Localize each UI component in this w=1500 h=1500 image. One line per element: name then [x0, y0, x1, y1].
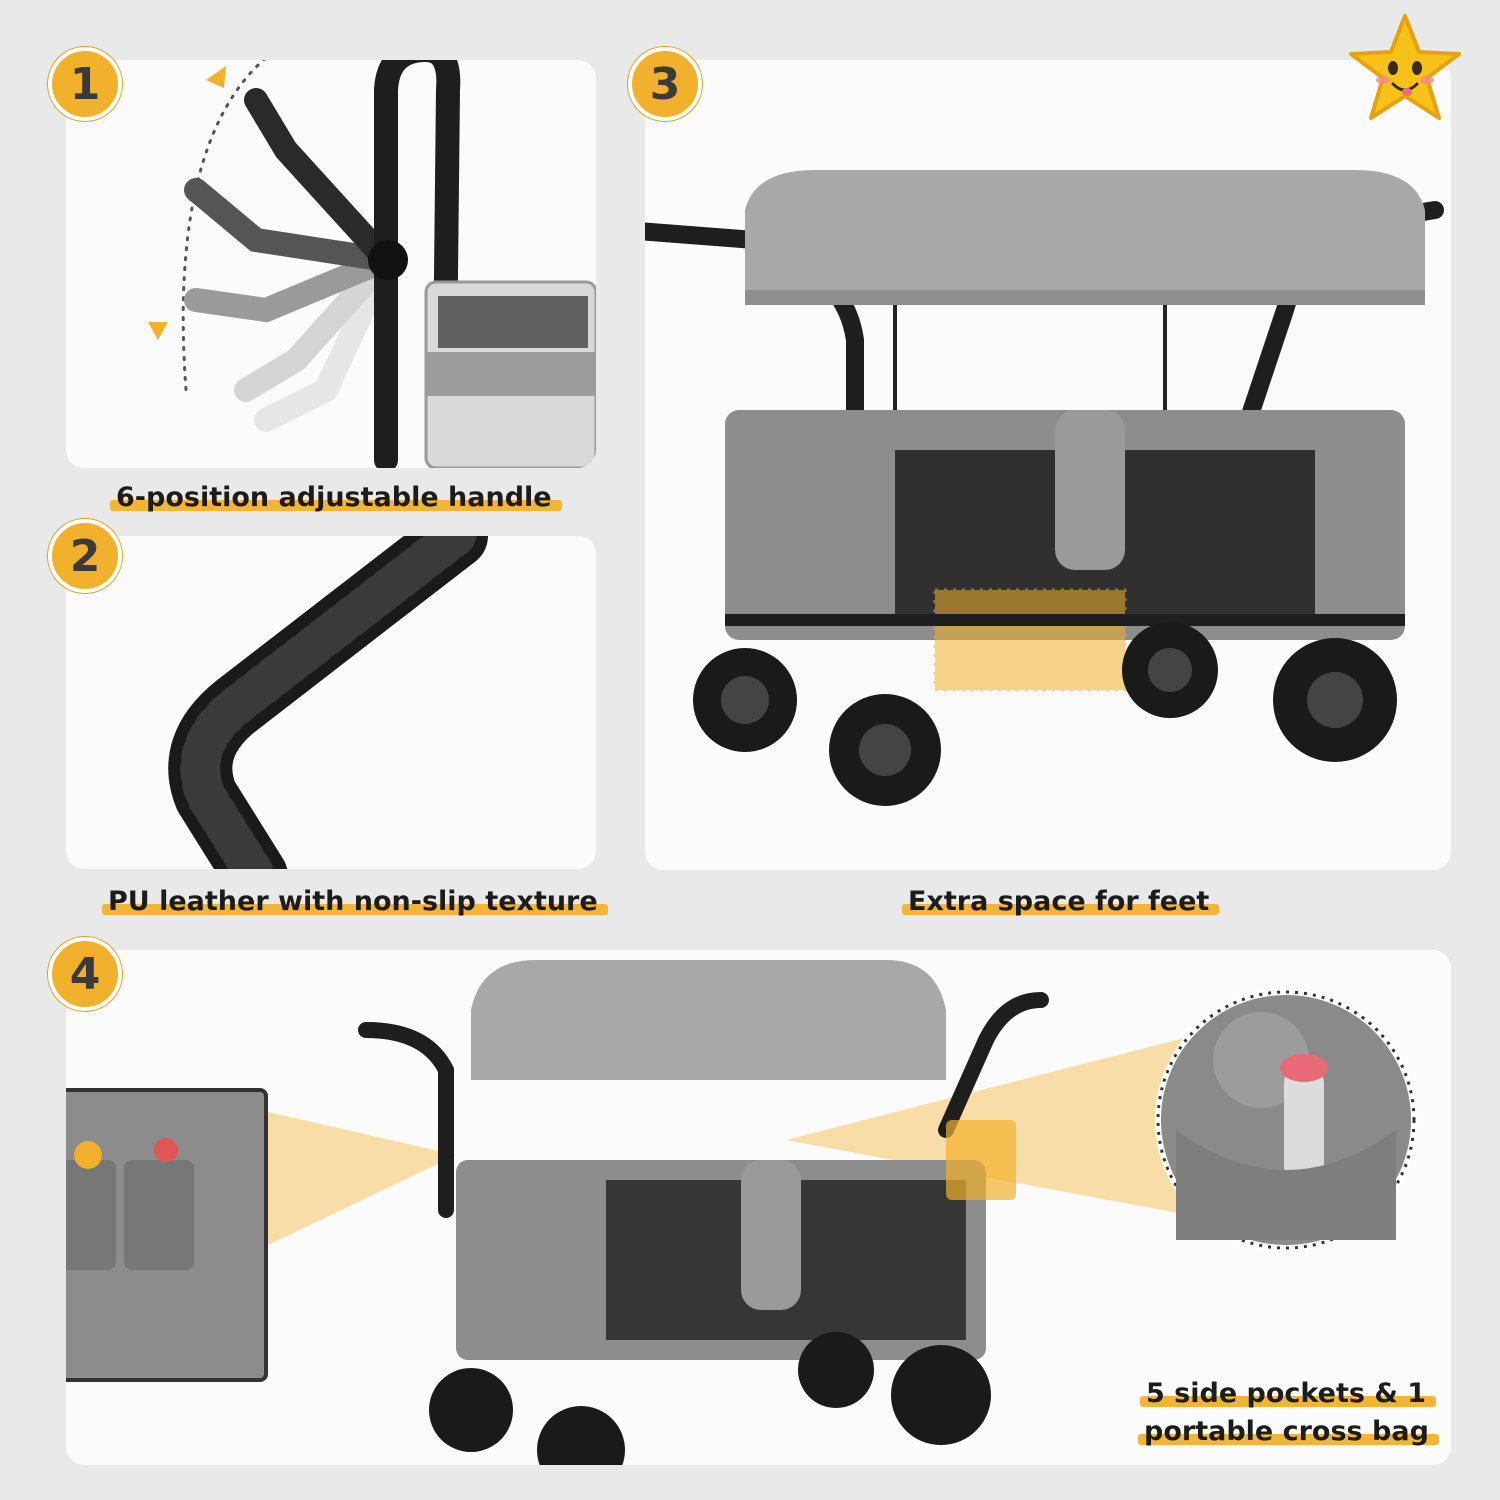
caption-adjustable-handle: 6-position adjustable handle [110, 482, 562, 513]
feature-number-badge-2: 2 [48, 519, 122, 593]
wagon-pockets-illustration [66, 960, 1417, 1465]
feature-number-badge-3: 3 [628, 47, 702, 121]
caption-text: 5 side pockets & 1 [1146, 1378, 1427, 1409]
pu-leather-handle-illustration [168, 536, 488, 869]
feature-number-badge-4: 4 [48, 937, 122, 1011]
feature-number-badge-1: 1 [48, 47, 122, 121]
caption-pu-leather: PU leather with non-slip texture [102, 886, 608, 917]
feet-space-feature-panel [645, 60, 1451, 870]
handle-feature-panel [66, 60, 596, 468]
caption-side-pockets-line1: 5 side pockets & 1 [1139, 1378, 1437, 1409]
adjustable-handle-illustration [148, 60, 596, 468]
star-mascot-icon [1349, 14, 1461, 120]
caption-text: Extra space for feet [908, 886, 1210, 917]
side-pockets-feature-panel [66, 950, 1451, 1465]
pu-leather-feature-panel [66, 536, 596, 869]
caption-side-pockets-line2: portable cross bag [1138, 1416, 1439, 1447]
caption-feet-space: Extra space for feet [901, 886, 1220, 917]
caption-text: portable cross bag [1144, 1416, 1429, 1447]
caption-text: PU leather with non-slip texture [108, 886, 598, 917]
wagon-front-illustration [645, 170, 1444, 806]
caption-text: 6-position adjustable handle [116, 482, 552, 513]
